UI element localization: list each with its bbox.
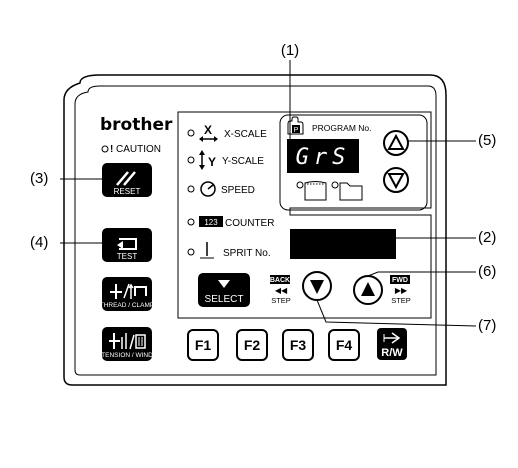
callout-7-line — [316, 299, 477, 327]
read-write-button[interactable]: R/W — [377, 328, 407, 360]
program-no-label: PROGRAM No. — [312, 123, 372, 133]
y-scale-indicator: Y Y-SCALE — [187, 150, 264, 170]
fwd-step-button[interactable] — [353, 275, 383, 305]
svg-text:Y: Y — [208, 155, 216, 169]
x-scale-label: X-SCALE — [224, 129, 267, 140]
callout-6: (6) — [478, 263, 496, 280]
caution-label: CAUTION — [116, 144, 161, 155]
svg-text:F1: F1 — [195, 337, 212, 353]
caution-led — [101, 145, 109, 153]
callout-1: (1) — [281, 42, 299, 59]
triangle-down-icon — [310, 280, 324, 294]
svg-text:FWD: FWD — [392, 277, 408, 284]
callout-4: (4) — [30, 234, 48, 251]
svg-text:BACK: BACK — [270, 277, 290, 284]
read-write-arrow-icon — [383, 332, 401, 344]
svg-text:F3: F3 — [290, 337, 307, 353]
back-step-button[interactable] — [302, 271, 332, 301]
reset-button[interactable]: RESET — [102, 163, 152, 197]
callout-2: (2) — [478, 229, 496, 246]
program-mode-indicators — [296, 181, 363, 201]
tension-wind-button[interactable]: TENSION / WIND — [101, 327, 153, 361]
pattern-card-icon — [304, 181, 327, 201]
svg-text:STEP: STEP — [271, 296, 291, 305]
test-button[interactable]: TEST — [102, 228, 152, 262]
x-scale-indicator: X X-SCALE — [187, 123, 267, 142]
read-write-label: R/W — [381, 347, 403, 359]
fwd-step-label: FWD ▶▶ STEP — [390, 275, 411, 305]
double-right-arrow-icon: ▶▶ — [395, 286, 408, 295]
program-down-button[interactable] — [383, 167, 409, 193]
sprit-no-label: SPRIT No. — [223, 248, 271, 259]
value-display — [290, 229, 396, 259]
speed-gauge-icon — [200, 181, 216, 197]
svg-text:123: 123 — [204, 218, 218, 227]
f2-key[interactable]: F2 — [236, 329, 268, 361]
thread-clamp-button[interactable]: THREAD / CLAMP — [100, 277, 155, 311]
select-label: SELECT — [205, 294, 244, 305]
thread-clamp-icon — [110, 283, 147, 299]
svg-text:STEP: STEP — [391, 296, 411, 305]
program-hand-icon: P — [287, 116, 304, 135]
callout-6-line — [367, 271, 476, 277]
triangle-down-icon — [218, 280, 230, 288]
panel-outer-frame — [63, 74, 447, 386]
callout-5: (5) — [478, 132, 496, 149]
triangle-down-icon — [387, 173, 405, 190]
counter-indicator: 123 COUNTER — [187, 216, 274, 229]
brand-logo: brother — [100, 115, 173, 135]
select-button[interactable]: SELECT — [198, 273, 250, 307]
f4-key[interactable]: F4 — [328, 329, 360, 361]
panel-inner-frame — [74, 85, 437, 376]
reset-label: RESET — [114, 187, 141, 196]
program-display: GrS — [287, 139, 359, 173]
return-icon — [117, 238, 137, 250]
counter-icon — [199, 216, 223, 227]
double-left-arrow-icon: ◀◀ — [275, 286, 288, 295]
program-area-frame — [279, 114, 428, 211]
f3-key[interactable]: F3 — [282, 329, 314, 361]
svg-text:P: P — [294, 127, 299, 134]
y-scale-label: Y-SCALE — [222, 156, 264, 167]
thread-clamp-label: THREAD / CLAMP — [100, 302, 155, 309]
test-label: TEST — [117, 252, 138, 261]
counter-label: COUNTER — [225, 218, 274, 229]
back-step-label: BACK ◀◀ STEP — [270, 275, 291, 305]
callout-3: (3) — [30, 170, 48, 187]
svg-text:F4: F4 — [336, 337, 353, 353]
speed-indicator: SPEED — [187, 181, 255, 197]
needle-icon — [200, 242, 214, 259]
f1-key[interactable]: F1 — [187, 329, 219, 361]
program-display-value: GrS — [296, 145, 351, 170]
caution-exclamation-icon: ! — [110, 144, 113, 155]
folder-icon — [339, 182, 363, 201]
svg-text:F2: F2 — [244, 337, 261, 353]
tension-wind-label: TENSION / WIND — [101, 352, 153, 359]
x-scale-icon: X — [204, 123, 212, 137]
program-up-button[interactable] — [383, 130, 409, 156]
y-scale-icon: Y — [199, 150, 216, 170]
triangle-up-icon — [387, 133, 405, 150]
slashes-icon — [116, 171, 136, 186]
tension-wind-icon — [109, 333, 146, 350]
triangle-up-icon — [361, 282, 375, 296]
callout-7: (7) — [478, 317, 496, 334]
sprit-no-indicator: SPRIT No. — [187, 242, 271, 259]
speed-label: SPEED — [221, 185, 255, 196]
control-area-border — [177, 111, 432, 319]
